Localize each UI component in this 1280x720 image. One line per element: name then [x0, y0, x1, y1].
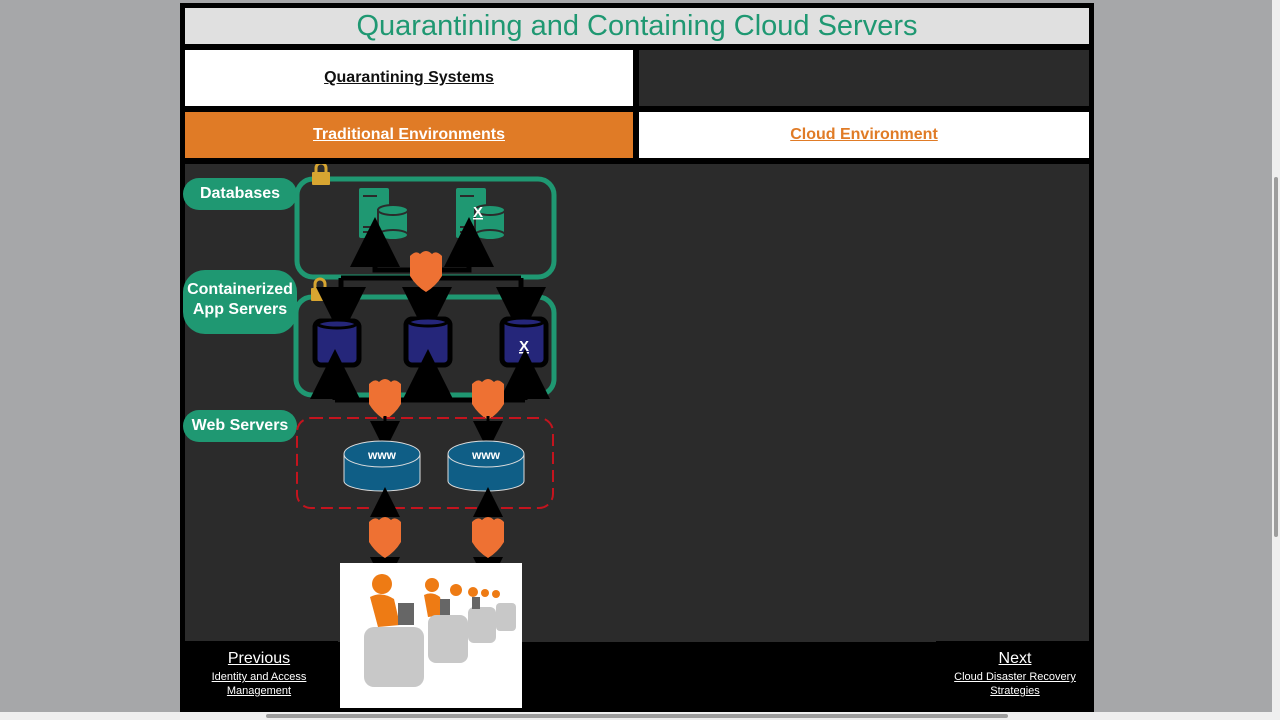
next-nav: Next Cloud Disaster Recovery Strategies: [936, 641, 1094, 713]
next-topic-link[interactable]: Cloud Disaster Recovery Strategies: [954, 671, 1076, 697]
firewall-shield-icon-web-1: [369, 517, 401, 558]
lock-icon-databases: [310, 164, 332, 187]
tier-label-databases: Databases: [183, 178, 297, 210]
lock-icon-app-servers: [309, 277, 331, 303]
previous-link[interactable]: Previous: [227, 650, 291, 667]
tier-label-app-line1: Containerized: [187, 281, 293, 298]
vertical-scrollbar-thumb[interactable]: [1274, 177, 1278, 537]
web-server-icon-2: www: [447, 440, 525, 492]
page-title: Quarantining and Containing Cloud Server…: [185, 8, 1089, 44]
tier-label-app-line2: App Servers: [192, 301, 288, 318]
firewall-shield-icon-db: [410, 251, 442, 292]
architecture-diagram: X: [293, 164, 557, 587]
tier-label-app-servers: Containerized App Servers: [183, 270, 297, 334]
horizontal-scrollbar-thumb[interactable]: [266, 714, 1008, 718]
web-label: www: [367, 448, 397, 462]
tab-quarantining-systems[interactable]: Quarantining Systems: [185, 50, 633, 106]
next-link[interactable]: Next: [998, 650, 1032, 667]
app-container-icon-3-compromised: X: [499, 316, 549, 368]
web-server-zone: [296, 417, 554, 509]
app-container-icon-2: [403, 316, 453, 368]
firewall-shield-icon-app-2: [472, 379, 504, 420]
firewall-shield-icon-web-2: [472, 517, 504, 558]
database-server-icon-2-compromised: X: [456, 188, 506, 241]
tab-cloud-environment[interactable]: Cloud Environment: [639, 112, 1089, 158]
database-server-icon-1: [359, 188, 409, 241]
app-container-icon-1: [312, 318, 362, 368]
tab-traditional-environments[interactable]: Traditional Environments: [185, 112, 633, 158]
previous-topic-link[interactable]: Identity and Access Management: [211, 671, 307, 697]
web-server-icon-1: www: [343, 440, 421, 492]
web-label: www: [471, 448, 501, 462]
users-at-computers-image: [340, 563, 522, 708]
tab-placeholder: [639, 50, 1089, 106]
tier-label-web-servers: Web Servers: [183, 410, 297, 442]
previous-nav: Previous Identity and Access Management: [180, 641, 338, 713]
compromised-mark: X: [519, 338, 529, 355]
compromised-mark: X: [473, 204, 483, 221]
slide-frame: Quarantining and Containing Cloud Server…: [180, 3, 1094, 713]
diagram-area: Databases Containerized App Servers Web …: [183, 164, 1089, 642]
firewall-shield-icon-app-1: [369, 379, 401, 420]
